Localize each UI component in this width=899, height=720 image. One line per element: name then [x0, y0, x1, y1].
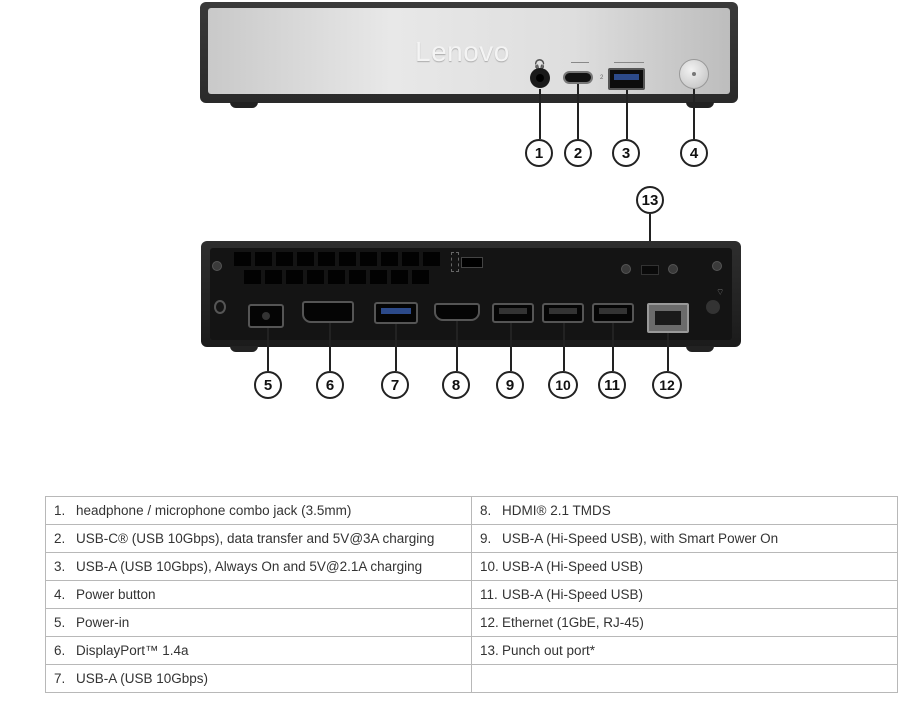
- table-cell: 1.headphone / microphone combo jack (3.5…: [45, 496, 472, 525]
- table-cell: 9.USB-A (Hi-Speed USB), with Smart Power…: [471, 524, 898, 553]
- headphone-jack: [530, 68, 550, 88]
- leader-line-2: [577, 84, 579, 139]
- vent-grille: [234, 252, 444, 296]
- table-cell: 6.DisplayPort™ 1.4a: [45, 636, 472, 665]
- ethernet-port: [647, 303, 689, 333]
- table-cell: 4.Power button: [45, 580, 472, 609]
- callout-3: 3: [612, 139, 640, 167]
- power-in-port: [248, 304, 284, 328]
- screw-top-right: [712, 261, 722, 271]
- callout-13: 13: [636, 186, 664, 214]
- callout-5: 5: [254, 371, 282, 399]
- leader-line-10: [563, 323, 565, 371]
- table-row: 5.Power-in 12.Ethernet (1GbE, RJ-45): [45, 608, 898, 637]
- displayport-port: [302, 301, 354, 323]
- latch-icon: [214, 300, 226, 314]
- leader-line-11: [612, 323, 614, 371]
- usb-a-port-7: [374, 302, 418, 324]
- callout-2: 2: [564, 139, 592, 167]
- table-cell: 10.USB-A (Hi-Speed USB): [471, 552, 898, 581]
- table-row: 7.USB-A (USB 10Gbps): [45, 664, 898, 693]
- kensington-slot: [461, 257, 483, 268]
- table-cell: 12.Ethernet (1GbE, RJ-45): [471, 608, 898, 637]
- callout-7: 7: [381, 371, 409, 399]
- table-cell: 7.USB-A (USB 10Gbps): [45, 664, 472, 693]
- screw-punchout-right: [668, 264, 678, 274]
- leader-line-5: [267, 328, 269, 371]
- leader-line-1: [539, 89, 541, 139]
- usb-a-logo-icon: [614, 62, 644, 66]
- table-row: 4.Power button 11.USB-A (Hi-Speed USB): [45, 580, 898, 609]
- table-cell: 3.USB-A (USB 10Gbps), Always On and 5V@2…: [45, 552, 472, 581]
- callout-10: 10: [548, 371, 578, 399]
- screw-top-left: [212, 261, 222, 271]
- punch-out-port: [641, 265, 659, 275]
- usb-a-port-11: [592, 303, 634, 323]
- table-row: 3.USB-A (USB 10Gbps), Always On and 5V@2…: [45, 552, 898, 581]
- antenna-connector: [706, 300, 720, 314]
- leader-line-12: [667, 333, 669, 371]
- table-row: 2.USB-C® (USB 10Gbps), data transfer and…: [45, 524, 898, 553]
- table-row: 1.headphone / microphone combo jack (3.5…: [45, 496, 898, 525]
- table-cell: 5.Power-in: [45, 608, 472, 637]
- port-mark-2: 2: [600, 75, 604, 81]
- usb-c-logo-icon: [571, 62, 589, 66]
- callout-11: 11: [598, 371, 626, 399]
- usb-a-port-9: [492, 303, 534, 323]
- table-row: 6.DisplayPort™ 1.4a 13.Punch out port*: [45, 636, 898, 665]
- callout-8: 8: [442, 371, 470, 399]
- lock-icon: [451, 252, 459, 272]
- rear-foot-left: [230, 346, 258, 352]
- table-cell: [471, 664, 898, 693]
- leader-line-9: [510, 323, 512, 371]
- lenovo-logo: Lenovo: [415, 36, 510, 67]
- headphone-icon: 🎧: [534, 59, 546, 69]
- leader-line-6: [329, 323, 331, 371]
- usb-a-front-port: [608, 68, 645, 90]
- callout-4: 4: [680, 139, 708, 167]
- screw-punchout-left: [621, 264, 631, 274]
- usb-a-port-10: [542, 303, 584, 323]
- callout-1: 1: [525, 139, 553, 167]
- port-spec-table: 1.headphone / microphone combo jack (3.5…: [45, 496, 898, 693]
- leader-line-4: [693, 89, 695, 139]
- wifi-icon: ⌔: [716, 287, 725, 297]
- table-cell: 13.Punch out port*: [471, 636, 898, 665]
- leader-line-8: [456, 321, 458, 371]
- power-button: [679, 59, 709, 89]
- hdmi-port: [434, 303, 480, 321]
- table-cell: 11.USB-A (Hi-Speed USB): [471, 580, 898, 609]
- rear-foot-right: [686, 346, 714, 352]
- usb-c-port: [563, 71, 593, 84]
- callout-9: 9: [496, 371, 524, 399]
- callout-12: 12: [652, 371, 682, 399]
- leader-line-3: [626, 90, 628, 139]
- callout-6: 6: [316, 371, 344, 399]
- front-foot-left: [230, 102, 258, 108]
- front-foot-right: [686, 102, 714, 108]
- table-cell: 8.HDMI® 2.1 TMDS: [471, 496, 898, 525]
- leader-line-7: [395, 324, 397, 371]
- table-cell: 2.USB-C® (USB 10Gbps), data transfer and…: [45, 524, 472, 553]
